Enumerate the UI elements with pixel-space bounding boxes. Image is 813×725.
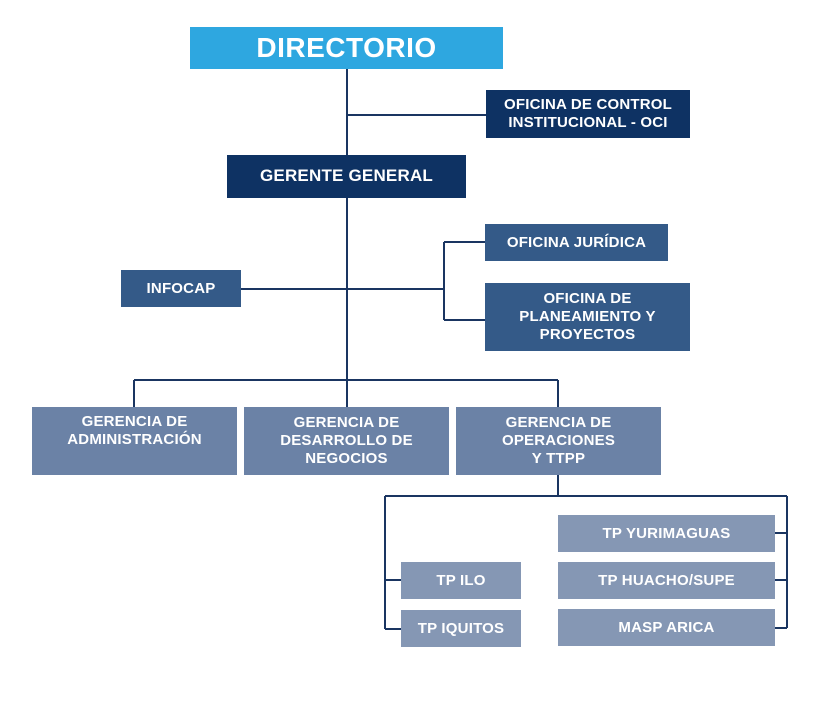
directorio-box: DIRECTORIO	[190, 27, 503, 69]
tp-yurimaguas-box: TP YURIMAGUAS	[558, 515, 775, 552]
tp-huacho-supe-box: TP HUACHO/SUPE	[558, 562, 775, 599]
oci-box: OFICINA DE CONTROL INSTITUCIONAL - OCI	[486, 90, 690, 138]
masp-arica-box: MASP ARICA	[558, 609, 775, 646]
oficina-juridica-box: OFICINA JURÍDICA	[485, 224, 668, 261]
tp-ilo-box: TP ILO	[401, 562, 521, 599]
oficina-planeamiento-box: OFICINA DE PLANEAMIENTO Y PROYECTOS	[485, 283, 690, 351]
gerencia-administracion-box: GERENCIA DE ADMINISTRACIÓN	[32, 407, 237, 475]
tp-iquitos-box: TP IQUITOS	[401, 610, 521, 647]
gerencia-desarrollo-box: GERENCIA DE DESARROLLO DE NEGOCIOS	[244, 407, 449, 475]
gerente-general-box: GERENTE GENERAL	[227, 155, 466, 198]
infocap-box: INFOCAP	[121, 270, 241, 307]
gerencia-operaciones-box: GERENCIA DE OPERACIONES Y TTPP	[456, 407, 661, 475]
